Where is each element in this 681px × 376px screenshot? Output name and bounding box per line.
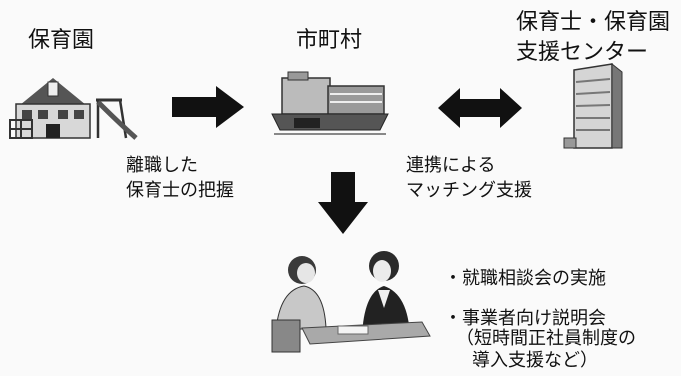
arrow-down-icon bbox=[318, 172, 368, 234]
double-arrow-icon bbox=[438, 88, 522, 128]
matching-edge-label: 連携による マッチング支援 bbox=[406, 153, 532, 203]
municipality-title: 市町村 bbox=[296, 28, 363, 53]
activity-briefing-detail-line-2: 導入支援など） bbox=[472, 350, 598, 371]
nursery-title: 保育園 bbox=[28, 28, 95, 53]
nursery-edge-label-line-2: 保育士の把握 bbox=[126, 180, 234, 201]
nursery-building-icon bbox=[9, 78, 138, 140]
matching-edge-label-line-2: マッチング支援 bbox=[406, 180, 532, 201]
matching-edge-label-line-1: 連携による bbox=[406, 155, 496, 176]
activity-employer-briefing: ・事業者向け説明会 bbox=[444, 308, 606, 329]
activity-briefing-detail-line-1: （短時間正社員制度の bbox=[456, 328, 636, 349]
center-title: 保育士・保育園 支援センター bbox=[516, 8, 670, 68]
consultation-meeting-icon bbox=[271, 251, 431, 353]
center-title-line-1: 保育士・保育園 bbox=[516, 10, 671, 35]
arrow-right-icon bbox=[172, 86, 244, 128]
activity-job-fair: ・就職相談会の実施 bbox=[444, 268, 606, 289]
nursery-edge-label-line-1: 離職した bbox=[126, 155, 198, 176]
support-center-building-icon bbox=[563, 62, 623, 149]
center-title-line-2: 支援センター bbox=[516, 40, 649, 65]
nursery-edge-label: 離職した 保育士の把握 bbox=[126, 153, 234, 203]
activity-briefing-detail: （短時間正社員制度の 導入支援など） bbox=[456, 328, 636, 372]
municipality-building-icon bbox=[271, 71, 389, 135]
